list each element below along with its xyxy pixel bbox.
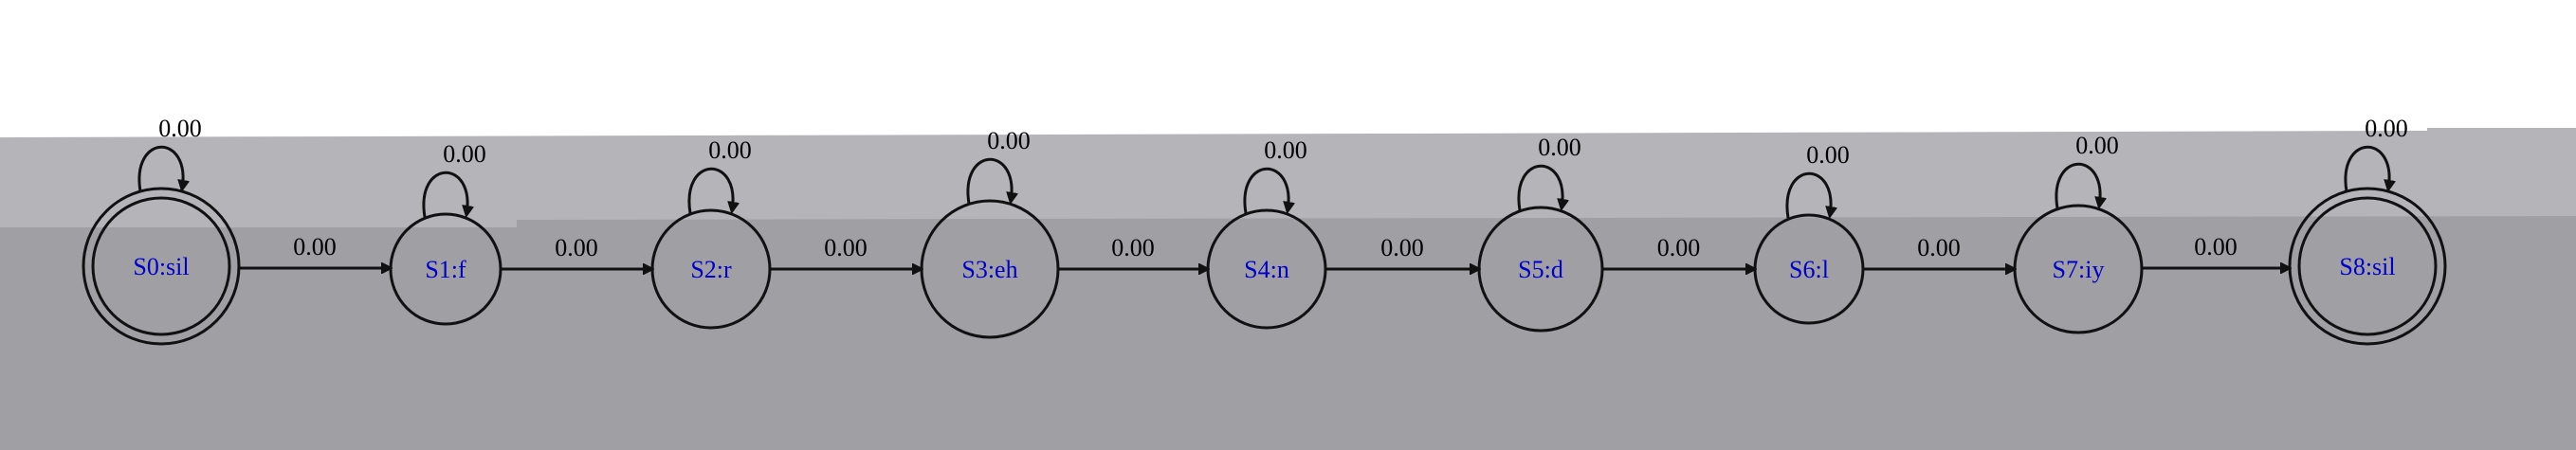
self-loop-weight-label: 0.00 bbox=[2075, 132, 2119, 159]
self-loop-arrow bbox=[2055, 162, 2100, 208]
self-loop-arrow bbox=[422, 171, 467, 217]
self-loop-arrow bbox=[966, 157, 1012, 204]
self-loop-arrow bbox=[1243, 167, 1288, 213]
state-label: S2:r bbox=[690, 256, 732, 283]
state-circle bbox=[920, 199, 1060, 339]
self-loop-weight-label: 0.00 bbox=[158, 115, 202, 142]
state-label: S0:sil bbox=[133, 253, 189, 280]
self-loop-weight-label: 0.00 bbox=[987, 127, 1031, 154]
bg-light-band bbox=[0, 128, 2576, 227]
self-loop-weight-label: 0.00 bbox=[2365, 115, 2408, 142]
final-state-outer-circle bbox=[2288, 187, 2447, 346]
self-loop-weight-label: 0.00 bbox=[1806, 141, 1850, 169]
transition-weight-label: 0.00 bbox=[2194, 233, 2238, 261]
state-circle bbox=[1477, 206, 1604, 333]
self-loop-arrow bbox=[137, 145, 183, 191]
self-loop-weight-label: 0.00 bbox=[708, 136, 752, 164]
self-loop-arrow bbox=[2344, 145, 2389, 191]
transition-weight-label: 0.00 bbox=[555, 234, 598, 261]
state-label: S4:n bbox=[1244, 256, 1289, 283]
state-circle bbox=[1753, 213, 1865, 325]
final-state-outer-circle bbox=[82, 187, 241, 346]
transition-weight-label: 0.00 bbox=[1657, 234, 1701, 261]
state-label: S6:l bbox=[1789, 256, 1829, 283]
state-label: S1:f bbox=[425, 256, 466, 283]
state-label: S3:eh bbox=[961, 256, 1017, 283]
self-loop-arrow bbox=[1517, 164, 1562, 210]
state-label: S5:d bbox=[1518, 256, 1563, 283]
state-label: S8:sil bbox=[2339, 253, 2395, 280]
state-circle bbox=[1206, 208, 1327, 330]
transition-weight-label: 0.00 bbox=[293, 233, 337, 261]
state-circle bbox=[650, 208, 772, 330]
state-circle bbox=[389, 212, 502, 326]
self-loop-weight-label: 0.00 bbox=[1264, 136, 1307, 164]
state-label: S7:iy bbox=[2053, 256, 2105, 283]
state-circle bbox=[2297, 196, 2438, 336]
transition-weight-label: 0.00 bbox=[1380, 234, 1424, 261]
transition-weight-label: 0.00 bbox=[1917, 234, 1961, 261]
self-loop-arrow bbox=[1785, 171, 1831, 218]
state-circle bbox=[2013, 204, 2144, 334]
transition-weight-label: 0.00 bbox=[1111, 234, 1155, 261]
self-loop-weight-label: 0.00 bbox=[443, 140, 486, 168]
transition-weight-label: 0.00 bbox=[824, 234, 868, 261]
self-loop-arrow bbox=[687, 167, 733, 213]
state-circle bbox=[91, 196, 231, 336]
self-loop-weight-label: 0.00 bbox=[1538, 134, 1581, 161]
